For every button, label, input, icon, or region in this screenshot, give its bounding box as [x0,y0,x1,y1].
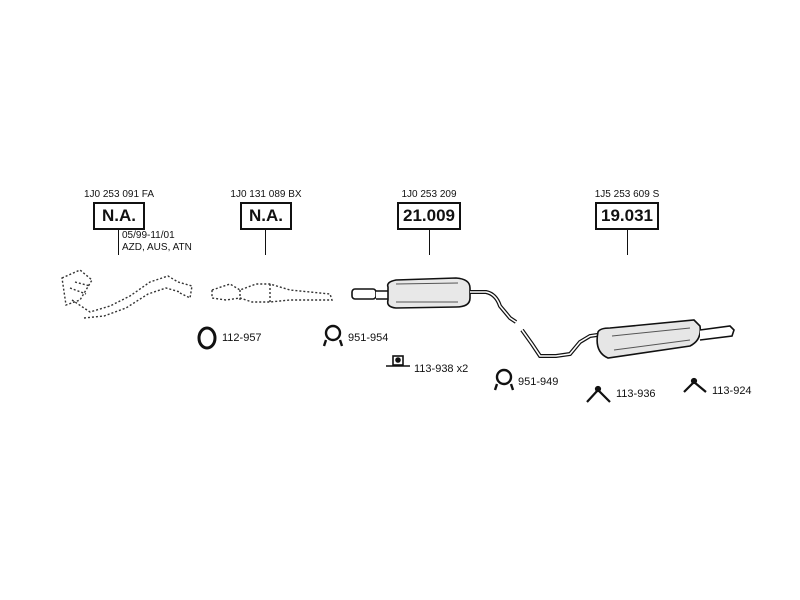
pipe-clamp-icon [493,368,515,391]
fitment-engine-codes: AZD, AUS, ATN [122,242,192,253]
accessory-label-hanger-right: 113-924 [712,385,752,397]
hanger-bracket-icon [683,377,707,393]
part-number-label: 1J0 131 089 BX [230,189,302,200]
reference-code-box: N.A. [93,202,145,230]
pipe-clamp-icon [322,324,344,347]
part-callout-front-pipe: 1J0 253 091 FA N.A. [78,189,160,230]
fitment-note: 05/99-11/01 AZD, AUS, ATN [122,230,192,254]
part-callout-rear-silencer: 1J5 253 609 S 19.031 [582,189,672,230]
accessory-label-clamp-rear: 951-949 [518,376,559,388]
part-number-label: 1J0 253 209 [401,189,457,200]
rubber-mount-icon [386,355,410,367]
accessory-label-clamp-front: 951-954 [348,332,389,344]
hanger-bracket-icon [586,385,611,403]
front-pipe-shape [61,269,193,319]
leader-line [627,229,628,255]
gasket-ring-icon [197,326,217,350]
reference-code-box: 21.009 [397,202,461,230]
reference-code-box: 19.031 [595,202,659,230]
part-number-label: 1J5 253 609 S [594,189,660,200]
leader-line [265,229,266,255]
accessory-label-gasket: 112-957 [222,332,262,344]
part-callout-middle-silencer: 1J0 253 209 21.009 [384,189,474,230]
accessory-label-rubber-mount: 113-938 x2 [414,363,469,375]
fitment-date-range: 05/99-11/01 [122,230,175,241]
rear-silencer-shape [520,319,735,359]
catalytic-converter-shape [211,283,333,303]
reference-code-box: N.A. [240,202,292,230]
middle-silencer-shape [351,277,518,324]
part-number-label: 1J0 253 091 FA [83,189,155,200]
accessory-label-hanger-left: 113-936 [616,388,656,400]
leader-line [429,229,430,255]
part-callout-catalytic-converter: 1J0 131 089 BX N.A. [225,189,307,230]
leader-line [118,229,119,255]
